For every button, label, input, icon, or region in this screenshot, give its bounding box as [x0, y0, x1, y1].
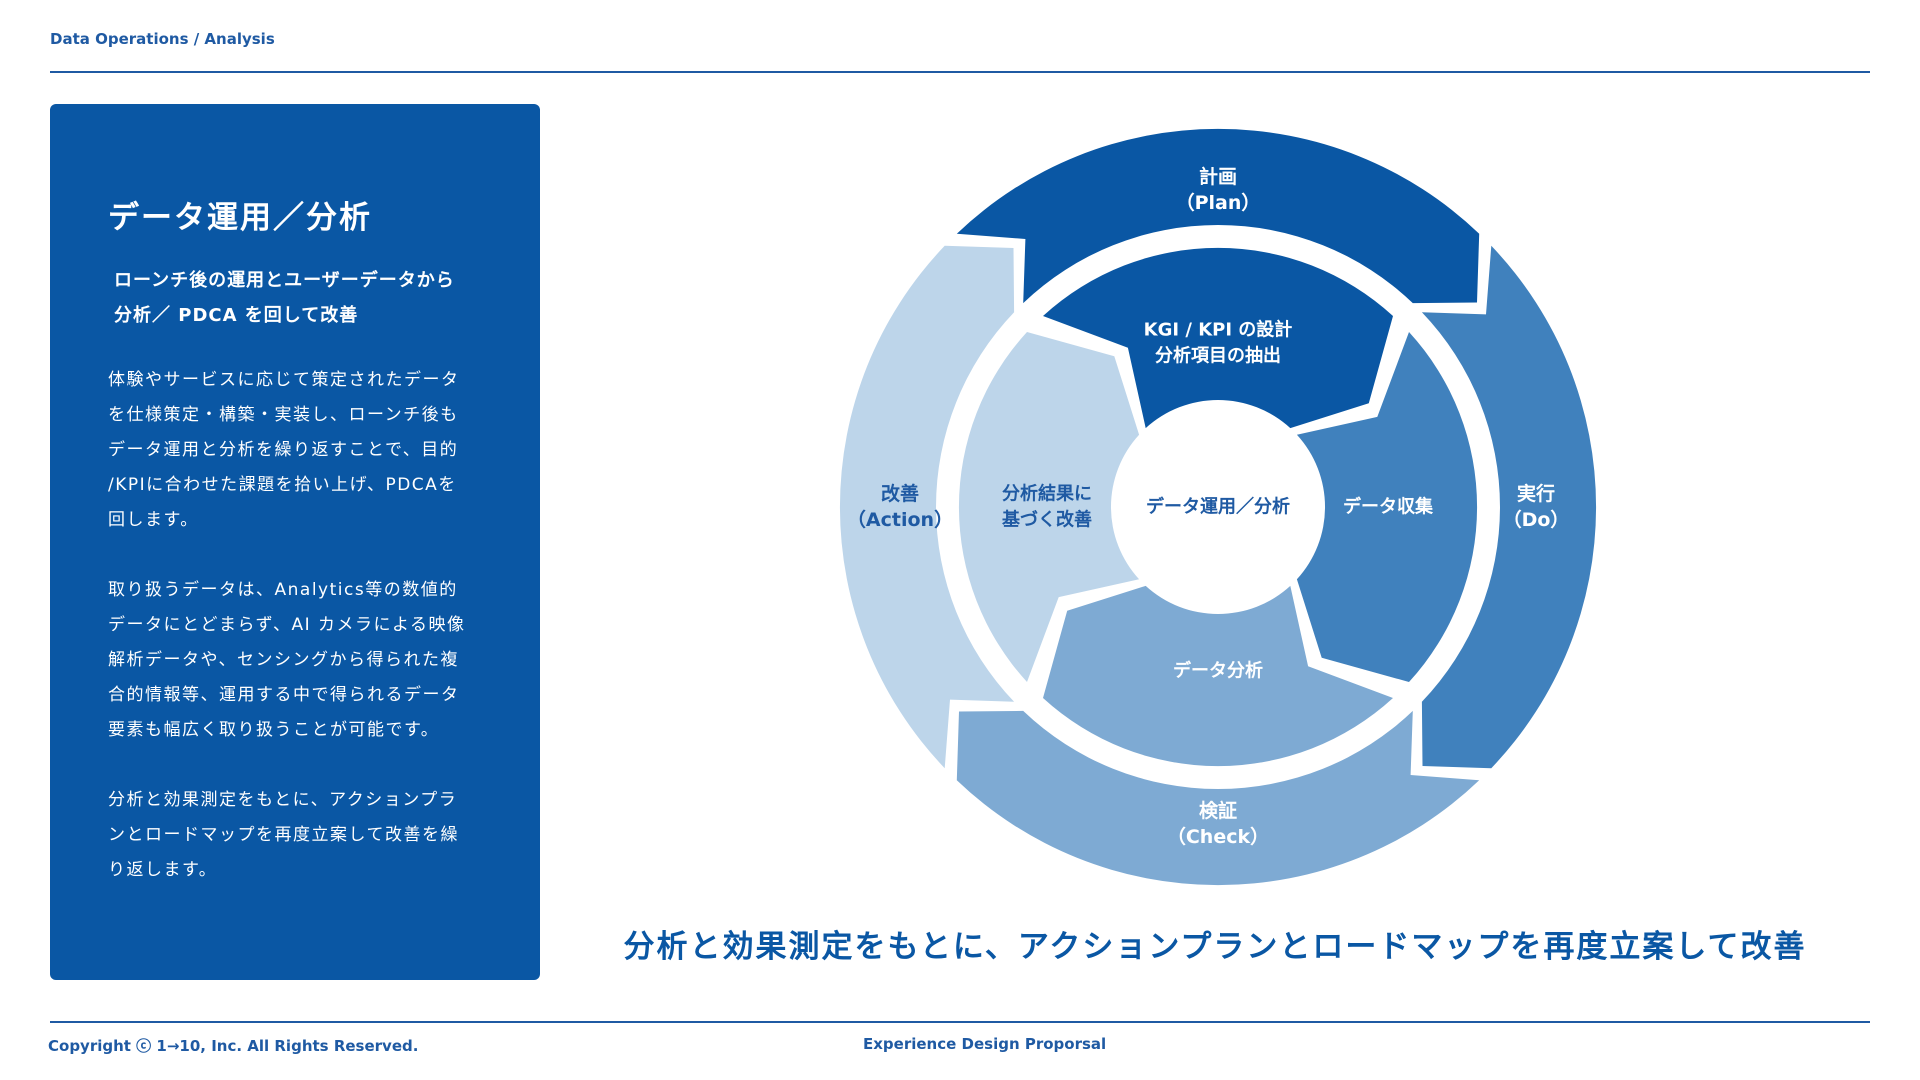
outer-label-action-line: （Action）: [847, 508, 953, 531]
breadcrumb: Data Operations / Analysis: [50, 30, 275, 48]
paragraph-line: を仕様策定・構築・実装し、ローンチ後も: [108, 405, 459, 425]
copyright: Copyright ⓒ 1→10, Inc. All Rights Reserv…: [48, 1037, 419, 1055]
description-panel: データ運用／分析 ローンチ後の運用とユーザーデータから 分析／ PDCA を回し…: [50, 104, 540, 980]
inner-segment-kgi: [1043, 247, 1393, 429]
center-label: データ運用／分析: [1146, 496, 1290, 518]
outer-label-check-line: （Check）: [1167, 825, 1269, 848]
inner-label-improve-line: 分析結果に: [1002, 483, 1092, 505]
inner-label-improve-line: 基づく改善: [1001, 509, 1092, 531]
panel-body: 体験やサービスに応じて策定されたデータ を仕様策定・構築・実装し、ローンチ後も …: [108, 363, 498, 888]
outer-segment-action: [839, 245, 1015, 769]
outer-label-do-line: 実行: [1517, 482, 1555, 505]
outer-label-check-line: 検証: [1199, 799, 1237, 822]
top-divider: [50, 71, 1870, 73]
paragraph-line: /KPIに合わせた課題を拾い上げ、PDCAを: [108, 475, 457, 495]
outer-label-check: 検証 （Check）: [1167, 799, 1269, 848]
center-label-line: データ運用／分析: [1146, 496, 1290, 518]
inner-segment-improve: [958, 332, 1140, 682]
outer-segment-check: [956, 710, 1480, 886]
panel-lead-line: 分析／ PDCA を回して改善: [114, 305, 359, 326]
paragraph-line: り返します。: [108, 860, 218, 880]
outer-label-action-line: 改善: [881, 482, 919, 505]
paragraph-line: ンとロードマップを再度立案して改善を繰: [108, 825, 459, 845]
paragraph-line: 取り扱うデータは、Analytics等の数値的: [108, 580, 458, 600]
panel-lead-line: ローンチ後の運用とユーザーデータから: [114, 270, 455, 291]
paragraph-line: 要素も幅広く取り扱うことが可能です。: [108, 720, 440, 740]
outer-segment-do: [1421, 245, 1597, 769]
paragraph-line: 分析と効果測定をもとに、アクションプラ: [108, 790, 458, 810]
paragraph-line: 合的情報等、運用する中で得られるデータ: [108, 685, 460, 705]
inner-segment-analyze: [1043, 585, 1393, 767]
inner-label-kgi-line: KGI / KPI の設計: [1144, 319, 1293, 341]
paragraph-line: データ運用と分析を繰り返すことで、目的: [108, 440, 459, 460]
paragraph-line: 体験やサービスに応じて策定されたデータ: [108, 370, 460, 390]
inner-label-collect-line: データ収集: [1343, 496, 1434, 518]
outer-label-plan: 計画 （Plan）: [1176, 165, 1261, 214]
paragraph-line: 解析データや、センシングから得られた複: [108, 650, 459, 670]
panel-title: データ運用／分析: [108, 200, 372, 236]
inner-label-analyze-line: データ分析: [1173, 660, 1263, 682]
outer-label-action: 改善 （Action）: [847, 482, 953, 531]
outer-label-plan-line: （Plan）: [1176, 191, 1261, 214]
outer-label-do-line: （Do）: [1503, 508, 1570, 531]
paragraph-data-types: 取り扱うデータは、Analytics等の数値的 データにとどまらず、AI カメラ…: [108, 573, 498, 748]
panel-lead: ローンチ後の運用とユーザーデータから 分析／ PDCA を回して改善: [108, 263, 498, 333]
inner-segment-collect: [1296, 332, 1478, 682]
paragraph-data-spec: 体験やサービスに応じて策定されたデータ を仕様策定・構築・実装し、ローンチ後も …: [108, 363, 498, 538]
inner-label-analyze: データ分析: [1173, 660, 1263, 682]
inner-label-kgi-line: 分析項目の抽出: [1155, 345, 1281, 367]
outer-label-do: 実行 （Do）: [1503, 482, 1570, 531]
footer-title: Experience Design Proporsal: [863, 1035, 1107, 1053]
bottom-divider: [50, 1021, 1870, 1023]
paragraph-line: データにとどまらず、AI カメラによる映像: [108, 615, 466, 635]
tagline: 分析と効果測定をもとに、アクションプランとロードマップを再度立案して改善: [623, 929, 1807, 965]
paragraph-improvement: 分析と効果測定をもとに、アクションプラ ンとロードマップを再度立案して改善を繰 …: [108, 783, 498, 888]
inner-label-collect: データ収集: [1343, 496, 1434, 518]
outer-label-plan-line: 計画: [1199, 165, 1237, 188]
outer-segment-plan: [956, 128, 1480, 304]
paragraph-line: 回します。: [108, 510, 199, 530]
